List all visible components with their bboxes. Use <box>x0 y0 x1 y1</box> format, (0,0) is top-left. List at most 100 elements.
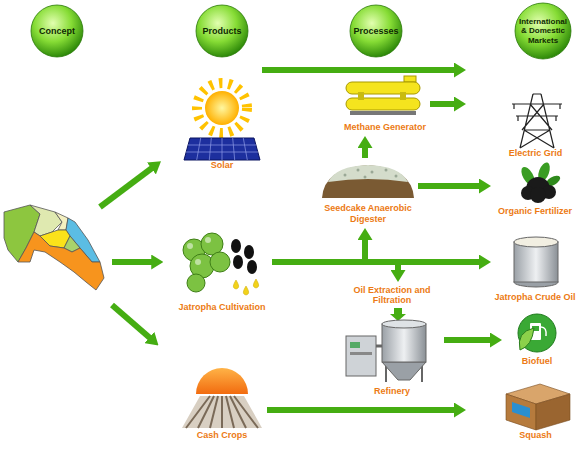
crate-icon <box>506 384 570 430</box>
column-header: Products <box>195 4 249 58</box>
crate-label <box>512 402 530 418</box>
product-item: Solar <box>182 66 262 174</box>
fruit <box>210 252 230 272</box>
oil-drop <box>243 286 248 295</box>
node-label: Cash Crops <box>180 430 264 440</box>
control-light <box>350 352 372 355</box>
solar-icon <box>184 83 260 160</box>
node-label: Jatropha Crude Oil <box>494 292 576 302</box>
seed <box>247 260 257 274</box>
flow-arrow <box>362 147 368 158</box>
node-label: Methane Generator <box>343 122 427 132</box>
silo-top <box>382 320 426 328</box>
crate-side <box>536 394 570 430</box>
speckles <box>344 169 398 179</box>
fruit-shine <box>187 243 193 249</box>
column-header: International & Domestic Markets <box>514 2 572 60</box>
sunset <box>196 368 248 394</box>
market-item: Jatropha Crude Oil <box>491 230 579 306</box>
soil <box>530 187 546 203</box>
node-label: Electric Grid <box>494 148 577 158</box>
speckle <box>357 169 360 172</box>
node-label: Squash <box>494 430 577 440</box>
node-label: Jatropha Cultivation <box>175 302 269 312</box>
generator-part <box>346 82 420 94</box>
methane-generator-icon <box>346 76 420 115</box>
flow-arrow <box>272 239 365 262</box>
pipe <box>376 345 382 348</box>
sun-rays <box>197 83 247 133</box>
generator-part <box>404 76 416 82</box>
node-label: Oil Extraction and Filtration <box>343 285 441 306</box>
country-map <box>4 205 104 290</box>
pylon-icon <box>512 94 562 148</box>
sphere <box>196 5 248 57</box>
control-box <box>346 336 376 376</box>
map-arrow <box>100 168 152 338</box>
column-header: Processes <box>349 4 403 58</box>
furrows <box>186 396 258 428</box>
market-item: Organic Fertilizer <box>491 160 579 220</box>
sphere <box>350 5 402 57</box>
header-label: Concept <box>30 26 84 36</box>
speckle <box>344 174 347 177</box>
speckle <box>371 171 374 174</box>
hose <box>541 327 546 336</box>
process-item: Methane Generator <box>340 78 430 136</box>
refinery-icon <box>346 308 426 382</box>
flow-arrow <box>444 337 491 343</box>
biofuel-icon <box>518 314 556 352</box>
node-label: Seedcake Anaerobic Digester <box>321 203 415 224</box>
header-label: Products <box>195 26 249 36</box>
map-region <box>18 232 104 290</box>
crate-side <box>506 394 536 430</box>
digester-icon <box>322 165 414 198</box>
process-item: Seedcake Anaerobic Digester <box>318 158 418 228</box>
oil-drop <box>233 280 238 289</box>
header-label: International & Domestic Markets <box>514 17 572 45</box>
seed <box>244 245 254 259</box>
flow-arrow <box>418 183 480 189</box>
sphere <box>31 5 83 57</box>
node-label: Refinery <box>343 386 441 396</box>
oil-drop <box>253 279 258 288</box>
sphere <box>515 3 571 59</box>
fruit-shine <box>195 259 201 265</box>
market-item: Biofuel <box>502 310 572 370</box>
flow-arrow <box>272 262 398 271</box>
generator-part <box>400 92 406 100</box>
fertilizer-icon <box>519 161 562 203</box>
field <box>182 396 262 428</box>
leaf <box>519 328 534 350</box>
panel-grid <box>186 138 258 160</box>
generator-base <box>350 111 416 115</box>
process-item: Oil Extraction and FiltrationRefinery <box>340 282 444 400</box>
flow-arrow <box>430 101 455 107</box>
speckle <box>385 169 388 172</box>
node-label: Biofuel <box>505 356 569 366</box>
control-light <box>350 342 360 348</box>
node-label: Organic Fertilizer <box>494 206 576 216</box>
fruit-shine <box>205 237 211 243</box>
jatropha-icon <box>183 233 259 295</box>
small-arrow <box>390 308 406 321</box>
market-item: Squash <box>466 380 580 444</box>
flow-arrow <box>262 67 455 73</box>
map-arrow <box>112 305 150 338</box>
product-item: Jatropha Cultivation <box>172 232 272 316</box>
silo-cone <box>382 362 426 380</box>
speckle <box>364 176 367 179</box>
product-item: Cash Crops <box>177 358 267 444</box>
oil-tank-icon <box>514 237 558 287</box>
digester-mound <box>322 165 414 198</box>
generator-part <box>346 98 420 110</box>
digester-top <box>328 165 408 182</box>
fruit <box>187 274 205 292</box>
speckle <box>395 175 398 178</box>
seed <box>231 239 241 253</box>
generator-part <box>358 92 364 100</box>
flow-arrow <box>267 407 455 413</box>
tank-top <box>514 237 558 247</box>
tank-body <box>514 242 558 282</box>
